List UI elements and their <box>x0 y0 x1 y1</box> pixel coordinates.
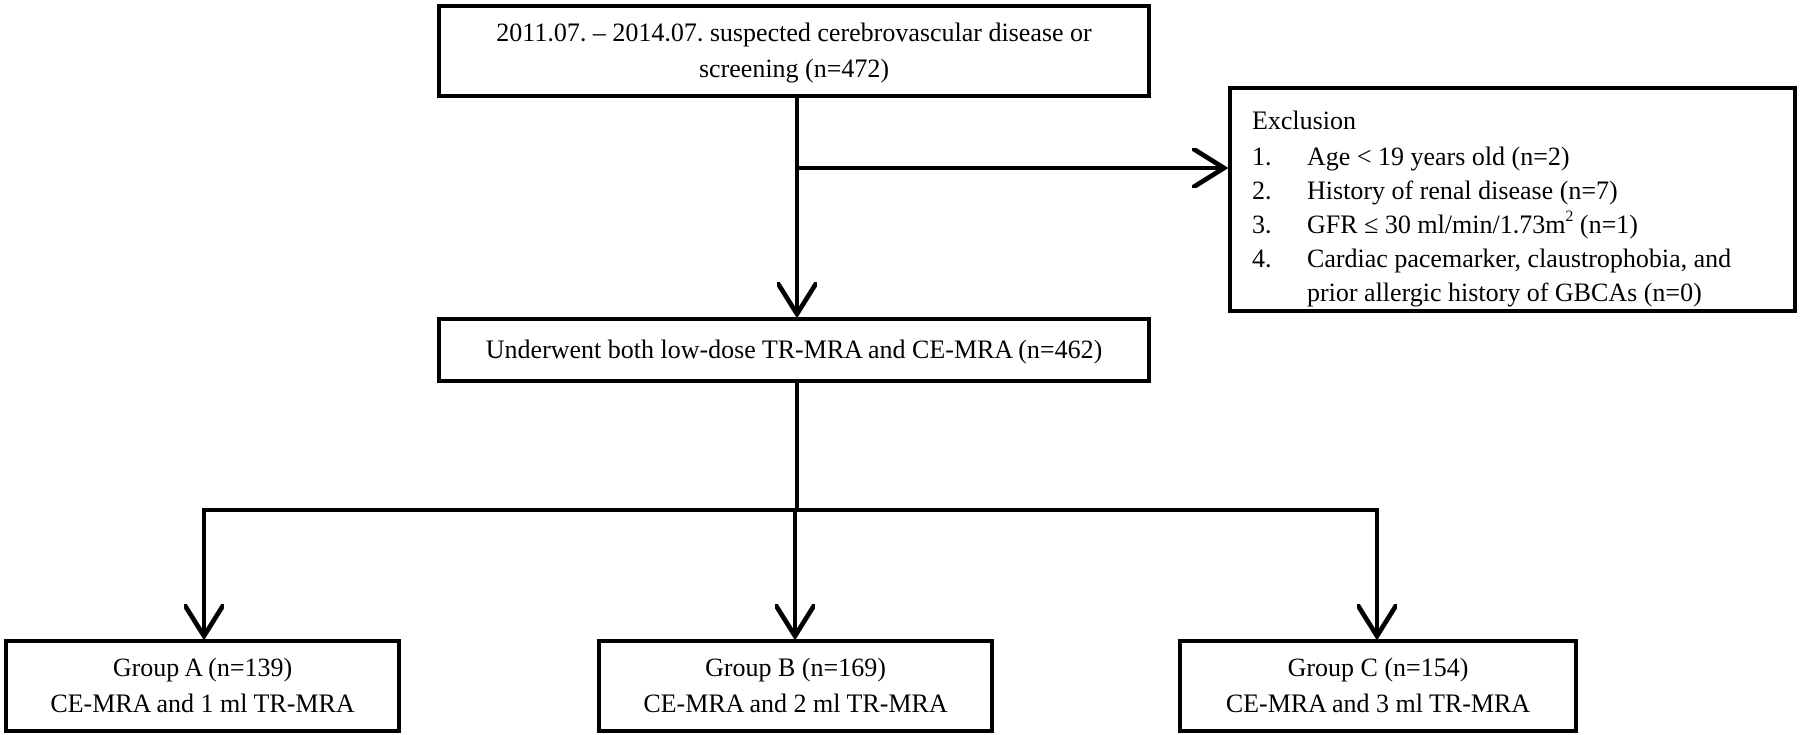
group-b-title: Group B (n=169) <box>705 653 886 682</box>
exclusion-item: 4. Cardiac pacemarker, claustrophobia, a… <box>1252 242 1779 310</box>
exclusion-item-line2: prior allergic history of GBCAs (n=0) <box>1307 278 1702 307</box>
group-a-desc: CE-MRA and 1 ml TR-MRA <box>50 689 355 718</box>
group-b-box: Group B (n=169) CE-MRA and 2 ml TR-MRA <box>597 639 994 733</box>
group-b-desc: CE-MRA and 2 ml TR-MRA <box>643 689 948 718</box>
exclusion-item-number: 2. <box>1252 176 1272 205</box>
exclusion-item: 3. GFR ≤ 30 ml/min/1.73m2 (n=1) <box>1252 208 1779 242</box>
group-a-box: Group A (n=139) CE-MRA and 1 ml TR-MRA <box>4 639 401 733</box>
exclusion-item-text: GFR ≤ 30 ml/min/1.73m2 (n=1) <box>1307 208 1779 242</box>
exclusion-item-text: Cardiac pacemarker, claustrophobia, and … <box>1307 242 1779 310</box>
exclusion-item-text: Age < 19 years old (n=2) <box>1307 142 1570 171</box>
exclusion-box: Exclusion 1. Age < 19 years old (n=2) 2.… <box>1228 86 1797 313</box>
exclusion-item-number: 3. <box>1252 210 1272 239</box>
underwent-box: Underwent both low-dose TR-MRA and CE-MR… <box>437 317 1151 383</box>
screening-line1: 2011.07. – 2014.07. suspected cerebrovas… <box>496 18 1092 47</box>
gfr-text: GFR ≤ 30 ml/min/1.73m <box>1307 210 1566 239</box>
underwent-text: Underwent both low-dose TR-MRA and CE-MR… <box>485 335 1103 364</box>
group-c-desc: CE-MRA and 3 ml TR-MRA <box>1225 689 1531 718</box>
gfr-count: (n=1) <box>1573 210 1638 239</box>
exclusion-title: Exclusion <box>1252 106 1356 135</box>
screening-box: 2011.07. – 2014.07. suspected cerebrovas… <box>437 4 1151 98</box>
exclusion-item-text: History of renal disease (n=7) <box>1307 176 1618 205</box>
gfr-superscript: 2 <box>1565 208 1574 226</box>
exclusion-item: 1. Age < 19 years old (n=2) <box>1252 140 1779 174</box>
exclusion-item-line1: Cardiac pacemarker, claustrophobia, and <box>1307 244 1732 273</box>
group-a-title: Group A (n=139) <box>112 653 293 682</box>
group-c-box: Group C (n=154) CE-MRA and 3 ml TR-MRA <box>1178 639 1578 733</box>
exclusion-item: 2. History of renal disease (n=7) <box>1252 174 1779 208</box>
exclusion-item-number: 4. <box>1252 244 1272 273</box>
screening-line2: screening (n=472) <box>698 54 890 83</box>
group-c-title: Group C (n=154) <box>1287 653 1469 682</box>
exclusion-item-number: 1. <box>1252 142 1272 171</box>
